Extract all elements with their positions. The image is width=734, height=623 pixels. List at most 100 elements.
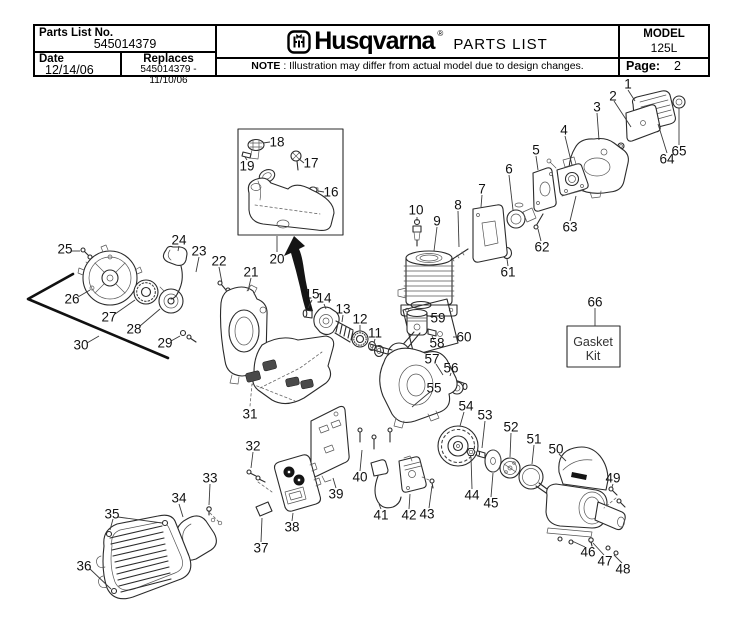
ignition-group bbox=[370, 455, 435, 509]
muffler-group bbox=[96, 454, 322, 600]
leader-line-33 bbox=[208, 483, 211, 506]
leader-line-8 bbox=[457, 210, 460, 248]
callout-6: 6 bbox=[505, 162, 513, 177]
leader-line-35 bbox=[117, 516, 163, 524]
callout-62: 62 bbox=[534, 240, 549, 255]
muffler-guard bbox=[96, 514, 192, 600]
page-number: 2 bbox=[674, 59, 681, 73]
cylinder-cover-plate bbox=[472, 204, 508, 263]
callout-25: 25 bbox=[57, 242, 72, 257]
leader-line-42 bbox=[408, 493, 411, 510]
bearing-housing-14 bbox=[313, 306, 340, 336]
leader-line-36 bbox=[89, 568, 112, 590]
leader-line-1 bbox=[627, 89, 636, 102]
leader-line-7 bbox=[480, 194, 483, 208]
date-cell: Date 12/14/06 bbox=[35, 53, 122, 77]
callout-61: 61 bbox=[500, 265, 515, 280]
leader-line-24 bbox=[177, 245, 180, 252]
gasket-kit-label-line2: Kit bbox=[586, 349, 601, 363]
model-value: 125L bbox=[650, 41, 678, 55]
callout-32: 32 bbox=[245, 439, 260, 454]
starter-plate-45 bbox=[484, 449, 502, 473]
note-label: NOTE bbox=[251, 60, 281, 72]
callout-50: 50 bbox=[548, 442, 563, 457]
leader-line-53 bbox=[481, 420, 486, 449]
leader-line-59 bbox=[425, 314, 433, 318]
header-left-block: Parts List No. 545014379 Date 12/14/06 R… bbox=[35, 26, 217, 86]
callout-24: 24 bbox=[171, 233, 187, 248]
callout-45: 45 bbox=[483, 496, 498, 511]
callout-35: 35 bbox=[104, 507, 119, 522]
callout-20: 20 bbox=[269, 252, 284, 267]
callout-28: 28 bbox=[126, 322, 141, 337]
callout-11: 11 bbox=[368, 326, 382, 341]
callout-17: 17 bbox=[303, 156, 318, 171]
callout-26: 26 bbox=[64, 292, 79, 307]
leader-line-38 bbox=[291, 512, 294, 522]
parts-list-no-value: 545014379 bbox=[93, 37, 157, 51]
leader-line-14 bbox=[323, 303, 327, 310]
callout-59: 59 bbox=[430, 311, 445, 326]
air-filter bbox=[625, 104, 661, 142]
callout-65: 65 bbox=[671, 144, 686, 159]
callout-7: 7 bbox=[478, 182, 486, 197]
manifold-bolt bbox=[535, 213, 544, 227]
leader-line-9 bbox=[433, 226, 438, 252]
leader-line-5 bbox=[535, 155, 539, 171]
note-row: NOTE : Illustration may differ from actu… bbox=[217, 59, 618, 75]
housing-screws bbox=[557, 486, 626, 556]
callout-4: 4 bbox=[560, 123, 568, 138]
date-value: 12/14/06 bbox=[45, 63, 94, 77]
leader-line-52 bbox=[509, 432, 512, 458]
leader-line-39 bbox=[332, 477, 337, 489]
leader-line-40 bbox=[359, 449, 363, 472]
intake-manifold bbox=[506, 209, 526, 229]
leader-line-41 bbox=[378, 503, 382, 510]
callout-15: 15 bbox=[304, 287, 319, 302]
callout-22: 22 bbox=[211, 254, 226, 269]
leader-line-57 bbox=[435, 363, 444, 376]
callout-numbers: 1234567891011121314151617181920212223242… bbox=[57, 77, 686, 577]
callout-2: 2 bbox=[609, 89, 617, 104]
callout-53: 53 bbox=[477, 408, 492, 423]
callout-49: 49 bbox=[605, 471, 620, 486]
note-text: : Illustration may differ from actual mo… bbox=[283, 60, 584, 72]
leader-line-29 bbox=[170, 335, 181, 342]
piston-ring bbox=[410, 300, 432, 310]
callout-52: 52 bbox=[503, 420, 518, 435]
callout-63: 63 bbox=[562, 220, 577, 235]
leader-line-27 bbox=[114, 299, 136, 315]
piston bbox=[406, 308, 428, 336]
engine-cover-group bbox=[245, 335, 335, 407]
doc-title: PARTS LIST bbox=[453, 36, 548, 53]
heat-shield-group bbox=[310, 405, 350, 483]
leader-line-28 bbox=[139, 308, 161, 327]
module-screw bbox=[429, 478, 435, 484]
callout-18: 18 bbox=[269, 135, 284, 150]
leader-line-22 bbox=[218, 266, 223, 284]
header-center-block: Husqvarna ® PARTS LIST NOTE : Illustrati… bbox=[217, 26, 620, 75]
leader-line-37 bbox=[260, 517, 263, 543]
model-label: MODEL bbox=[643, 28, 685, 40]
starter-handle bbox=[162, 245, 188, 266]
leader-line-26 bbox=[77, 289, 91, 298]
callout-56: 56 bbox=[443, 361, 458, 376]
leader-line-15 bbox=[307, 299, 313, 309]
callout-10: 10 bbox=[408, 203, 423, 218]
callout-12: 12 bbox=[352, 312, 367, 327]
leader-line-49 bbox=[611, 483, 614, 488]
model-cell: MODEL 125L bbox=[620, 26, 708, 59]
leader-line-16 bbox=[317, 190, 325, 193]
callout-66: 66 bbox=[587, 295, 602, 310]
leader-line-3 bbox=[596, 112, 600, 141]
callout-9: 9 bbox=[433, 214, 441, 229]
leader-line-13 bbox=[341, 314, 344, 323]
starter-assembly-bracket bbox=[26, 272, 170, 360]
drive-gear-12 bbox=[351, 330, 369, 348]
leader-line-47 bbox=[592, 542, 605, 556]
spark-plug-boot bbox=[370, 459, 389, 477]
leader-line-43 bbox=[428, 485, 433, 509]
callout-23: 23 bbox=[191, 244, 206, 259]
ignition-wire bbox=[374, 475, 402, 509]
